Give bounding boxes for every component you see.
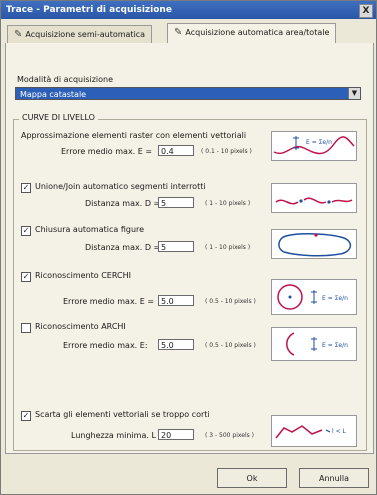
closing-label: Chiusura automatica figure <box>35 225 145 234</box>
tab-automatic[interactable]: ✎Acquisizione automatica area/totale <box>167 23 337 44</box>
discard-preview-image: l < L <box>271 415 357 447</box>
approx-range: ( 0.1 - 10 pixels ) <box>201 148 252 155</box>
pen-icon: ✎ <box>174 27 183 38</box>
arcs-field-label: Errore medio max. E: <box>63 341 148 350</box>
tab-label: Acquisizione semi-automatica <box>25 30 146 39</box>
union-checkbox[interactable]: ✓ <box>21 183 31 193</box>
circles-field-label: Errore medio max. E = <box>63 297 155 306</box>
circles-range: ( 0.5 - 10 pixels ) <box>205 298 256 305</box>
closing-range: ( 1 - 10 pixels ) <box>205 244 251 251</box>
circles-error-input[interactable]: 5.0 <box>158 295 194 306</box>
contour-group <box>13 119 367 451</box>
arcs-checkbox[interactable] <box>21 323 31 333</box>
union-preview-image <box>271 183 357 213</box>
tab-semi-automatic[interactable]: ✎Acquisizione semi-automatica <box>7 25 153 43</box>
pen-icon: ✎ <box>14 29 23 40</box>
arcs-preview-image: E = Σe/n <box>271 327 357 361</box>
mode-selected-value: Mappa catastale <box>20 90 87 99</box>
ok-button[interactable]: Ok <box>217 468 287 488</box>
circles-preview-image: E = Σe/n <box>271 279 357 315</box>
circles-checkbox[interactable]: ✓ <box>21 272 31 282</box>
closing-checkbox[interactable]: ✓ <box>21 226 31 236</box>
window-title: Trace - Parametri di acquisizione <box>6 5 172 15</box>
arcs-formula: E = Σe/n <box>322 342 348 349</box>
circles-label: Riconoscimento CERCHI <box>35 271 131 280</box>
arcs-label: Riconoscimento ARCHI <box>35 322 126 331</box>
discard-field-label: Lunghezza minima. L = <box>71 431 166 440</box>
arcs-error-input[interactable]: 5.0 <box>158 339 194 350</box>
cancel-button[interactable]: Annulla <box>299 468 369 488</box>
close-button[interactable]: X <box>359 4 373 18</box>
group-title: CURVE DI LIVELLO <box>19 113 98 122</box>
closing-preview-image <box>271 229 357 259</box>
approx-title: Approssimazione elementi raster con elem… <box>21 131 247 140</box>
closing-distance-input[interactable]: 5 <box>158 241 194 252</box>
approx-preview-image: E = Σe/n <box>271 131 357 161</box>
approx-field-label: Errore medio max. E = <box>61 147 153 156</box>
closing-field-label: Distanza max. D = <box>85 243 161 252</box>
mode-label: Modalità di acquisizione <box>17 75 114 84</box>
approx-formula: E = Σe/n <box>306 139 332 146</box>
discard-checkbox[interactable]: ✓ <box>21 411 31 421</box>
union-range: ( 1 - 10 pixels ) <box>205 200 251 207</box>
approx-error-input[interactable]: 0.4 <box>158 145 194 156</box>
union-label: Unione/Join automatico segmenti interrot… <box>35 182 206 191</box>
union-field-label: Distanza max. D = <box>85 199 161 208</box>
discard-length-input[interactable]: 20 <box>158 429 194 440</box>
tab-label: Acquisizione automatica area/totale <box>185 28 330 37</box>
union-distance-input[interactable]: 5 <box>158 197 194 208</box>
chevron-down-icon[interactable]: ▼ <box>348 88 360 99</box>
mode-select[interactable]: Mappa catastale ▼ <box>15 87 361 100</box>
discard-label: Scarta gli elementi vettoriali se troppo… <box>35 410 210 419</box>
circles-formula: E = Σe/n <box>322 295 348 302</box>
title-bar: Trace - Parametri di acquisizione X <box>1 1 376 19</box>
arcs-range: ( 0.5 - 10 pixels ) <box>205 342 256 349</box>
tab-strip: ✎Acquisizione semi-automatica ✎Acquisizi… <box>5 23 374 44</box>
discard-range: ( 3 - 500 pixels ) <box>205 432 254 439</box>
discard-formula: l < L <box>332 428 347 435</box>
